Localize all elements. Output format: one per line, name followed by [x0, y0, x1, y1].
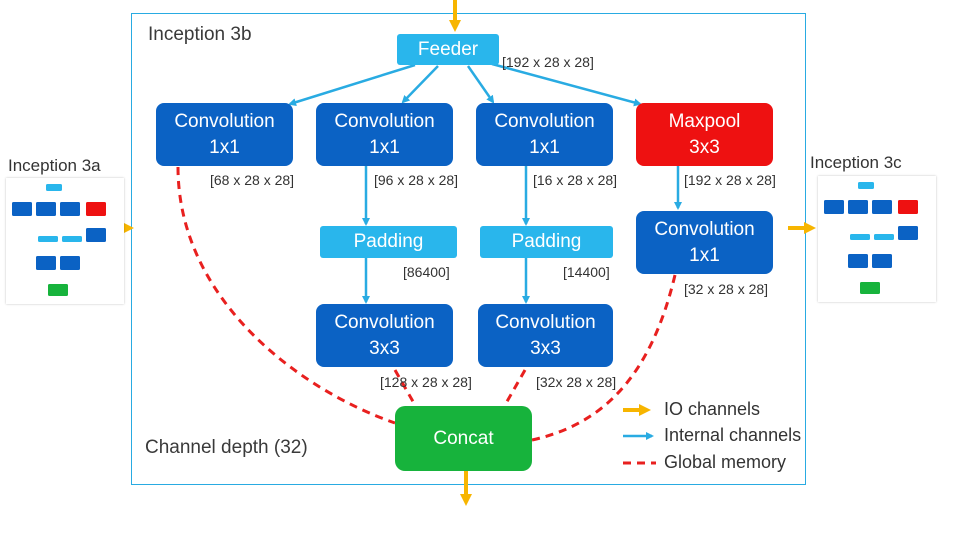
conv1x1-c-node: Convolution 1x1 [476, 103, 613, 166]
thumb-node [86, 228, 106, 242]
conv1x1-b-dims: [96 x 28 x 28] [374, 172, 459, 188]
inception-3a-title: Inception 3a [8, 156, 101, 175]
block-title: Inception 3b [148, 24, 252, 45]
conv1x1-a-node: Convolution 1x1 [156, 103, 293, 166]
inception-3b-frame [131, 13, 806, 485]
conv1x1-a-dims: [68 x 28 x 28] [210, 172, 295, 188]
thumb-node [62, 236, 82, 242]
concat-label: Concat [433, 427, 494, 449]
thumb-node [36, 202, 56, 216]
padding-c-node: Padding [480, 226, 613, 258]
concat-node: Concat [395, 406, 532, 471]
legend-internal-label: Internal channels [664, 425, 802, 445]
edge-feeder-conv1b [401, 65, 439, 104]
maxpool-kernel: 3x3 [689, 136, 720, 158]
conv1x1-d-dims: [32 x 28 x 28] [684, 281, 769, 297]
thumb-node [824, 200, 844, 214]
conv3x3-c-label: Convolution [495, 311, 596, 333]
padding-b-node: Padding [320, 226, 457, 258]
feeder-label: Feeder [417, 38, 479, 60]
conv3x3-b-dims: [128 x 28 x 28] [380, 374, 472, 390]
thumb-node [12, 202, 32, 216]
conv3x3-b-label: Convolution [334, 311, 435, 333]
maxpool-node: Maxpool 3x3 [636, 103, 773, 166]
conv1x1-d-kernel: 1x1 [689, 244, 720, 266]
feeder-dims: [192 x 28 x 28] [502, 54, 594, 70]
conv3x3-c-dims: [32x 28 x 28] [536, 374, 617, 390]
conv1x1-b-kernel: 1x1 [369, 136, 400, 158]
inception-3c-thumbnail [818, 176, 936, 302]
maxpool-dims: [192 x 28 x 28] [684, 172, 776, 188]
conv3x3-c-node: Convolution 3x3 [478, 304, 613, 367]
conv1x1-d-label: Convolution [654, 218, 755, 240]
thumb-node [86, 202, 106, 216]
thumb-node [898, 226, 918, 240]
global-conv3c-concat [503, 369, 527, 406]
thumb-node [848, 200, 868, 214]
legend-global-label: Global memory [664, 452, 787, 472]
conv1x1-c-label: Convolution [494, 110, 595, 132]
global-conv1d-concat [531, 274, 677, 442]
thumb-node [898, 200, 918, 214]
thumb-node [858, 182, 874, 189]
legend-io-label: IO channels [664, 399, 761, 419]
conv3x3-b-kernel: 3x3 [369, 337, 400, 359]
edge-feeder-maxpool [491, 62, 642, 107]
thumb-node [60, 256, 80, 270]
global-conv1a-concat [176, 166, 396, 425]
padding-c-label: Padding [511, 231, 582, 253]
conv1x1-c-kernel: 1x1 [529, 136, 560, 158]
thumb-node [60, 202, 80, 216]
edge-feeder-conv1c [466, 65, 495, 104]
thumb-node [848, 254, 868, 268]
channel-depth-label: Channel depth (32) [145, 437, 308, 458]
thumb-node [850, 234, 870, 240]
conv1x1-b-node: Convolution 1x1 [316, 103, 453, 166]
conv3x3-b-node: Convolution 3x3 [316, 304, 453, 367]
conv1x1-a-label: Convolution [174, 110, 275, 132]
conv1x1-c-dims: [16 x 28 x 28] [533, 172, 618, 188]
thumb-node [48, 284, 68, 296]
conv1x1-b-label: Convolution [334, 110, 435, 132]
padding-b-label: Padding [353, 231, 424, 253]
padding-c-dims: [14400] [563, 264, 610, 280]
conv3x3-c-kernel: 3x3 [530, 337, 561, 359]
inception-3a-thumbnail [6, 178, 124, 304]
thumb-node [860, 282, 880, 294]
thumb-node [872, 200, 892, 214]
conv1x1-a-kernel: 1x1 [209, 136, 240, 158]
thumb-node [46, 184, 62, 191]
thumb-node [38, 236, 58, 242]
inception-3c-title: Inception 3c [810, 153, 902, 172]
edge-feeder-conv1a [288, 63, 416, 107]
padding-b-dims: [86400] [403, 264, 450, 280]
thumb-node [874, 234, 894, 240]
maxpool-label: Maxpool [668, 110, 741, 132]
conv1x1-d-node: Convolution 1x1 [636, 211, 773, 274]
global-conv3b-concat [393, 369, 417, 406]
thumb-node [36, 256, 56, 270]
feeder-node: Feeder [397, 34, 499, 65]
thumb-node [872, 254, 892, 268]
